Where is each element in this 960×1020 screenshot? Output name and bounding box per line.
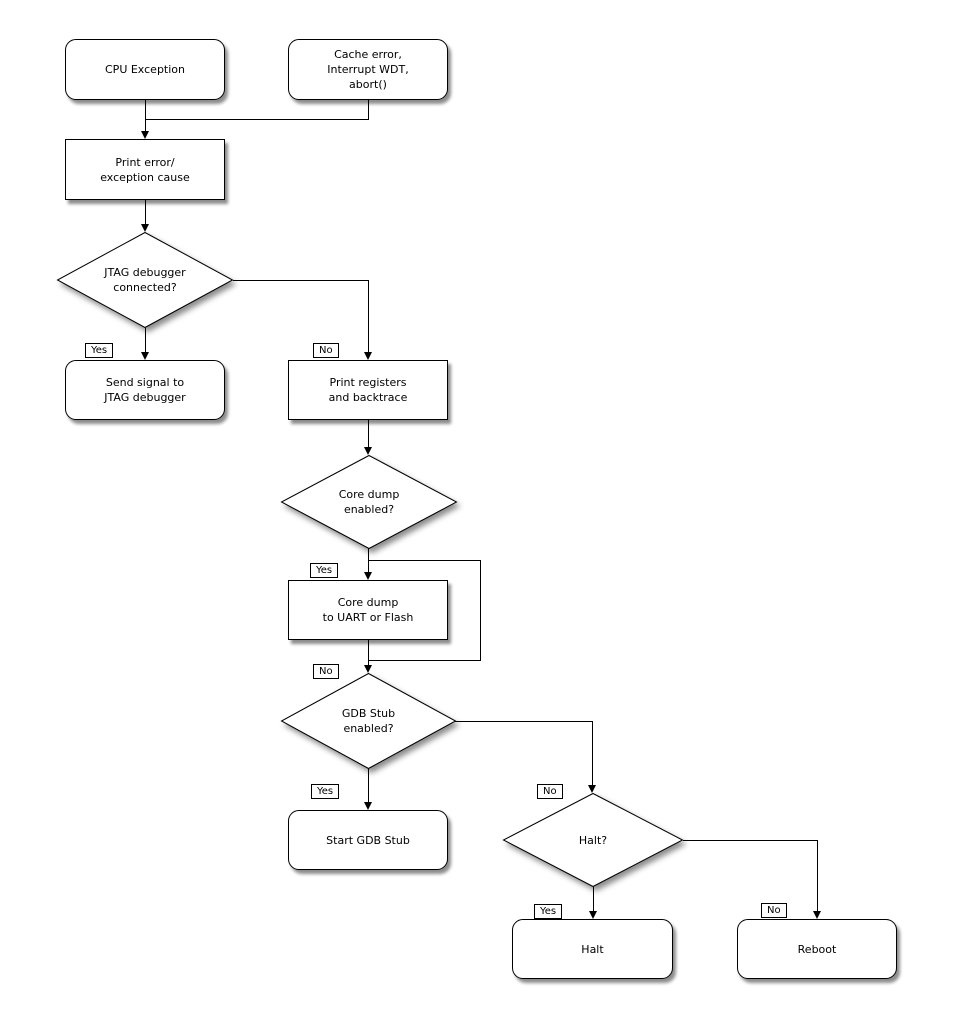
- edge-label-halt-yes: Yes: [534, 904, 563, 919]
- edge-halt-no-v: [817, 840, 818, 912]
- node-start-gdb-stub: Start GDB Stub: [288, 810, 448, 870]
- edge-gdb-yes: [368, 769, 369, 803]
- edge-jtag-no-h: [233, 280, 368, 281]
- edge-halt-yes: [593, 887, 594, 912]
- node-core-dump-dest-label: Core dump to UART or Flash: [322, 596, 414, 624]
- arrowhead-icon: [364, 665, 372, 673]
- node-start-gdb-stub-label: Start GDB Stub: [326, 833, 410, 847]
- edge-coredump-no-right: [480, 560, 481, 661]
- decision-gdb-stub-enabled-label: GDB Stub enabled?: [341, 707, 396, 735]
- edge-cache-down: [368, 100, 369, 120]
- edge-halt-no-h: [683, 840, 818, 841]
- arrowhead-icon: [364, 802, 372, 810]
- diamond-shape: [56, 231, 234, 329]
- node-cache-error-label: Cache error, Interrupt WDT, abort(): [327, 48, 409, 91]
- node-send-signal: Send signal to JTAG debugger: [65, 360, 225, 420]
- decision-gdb-stub-enabled: GDB Stub enabled?: [280, 672, 457, 770]
- arrowhead-icon: [813, 911, 821, 919]
- node-print-error: Print error/ exception cause: [65, 139, 225, 200]
- diamond-shape: [280, 672, 457, 770]
- node-print-error-label: Print error/ exception cause: [100, 155, 190, 184]
- arrowhead-icon: [141, 352, 149, 360]
- edge-label-halt-no: No: [761, 903, 787, 918]
- edge-label-jtag-no: No: [313, 343, 339, 358]
- edge-label-gdb-yes: Yes: [311, 784, 340, 799]
- node-halt-label: Halt: [581, 942, 604, 956]
- node-reboot-label: Reboot: [797, 942, 837, 956]
- arrowhead-icon: [364, 447, 372, 455]
- node-core-dump-dest: Core dump to UART or Flash: [288, 580, 448, 640]
- edge-label-jtag-yes: Yes: [85, 343, 114, 358]
- edge-jtag-no-v: [368, 280, 369, 353]
- node-send-signal-label: Send signal to JTAG debugger: [104, 376, 186, 404]
- node-cpu-exception: CPU Exception: [65, 39, 225, 100]
- edge-jtag-yes: [145, 328, 146, 353]
- arrowhead-icon: [364, 352, 372, 360]
- decision-halt: Halt?: [502, 792, 684, 888]
- diamond-shape: [502, 792, 684, 888]
- decision-jtag-connected: JTAG debugger connected?: [56, 231, 234, 329]
- edge-registers-to-coredump: [368, 420, 369, 448]
- edge-coredump-no-bottom: [368, 660, 481, 661]
- node-reboot: Reboot: [737, 919, 897, 979]
- node-halt: Halt: [512, 919, 673, 979]
- edge-label-coredump-no: No: [313, 664, 339, 679]
- edge-coredump-to-gdb: [368, 640, 369, 666]
- arrowhead-icon: [141, 224, 149, 232]
- node-print-registers-label: Print registers and backtrace: [328, 376, 408, 404]
- arrowhead-icon: [141, 131, 149, 139]
- node-cpu-exception-label: CPU Exception: [105, 63, 185, 76]
- edge-cpu-to-print: [145, 100, 146, 132]
- edge-cache-merge: [145, 119, 369, 120]
- decision-halt-label: Halt?: [578, 833, 608, 847]
- edge-label-gdb-no: No: [537, 784, 563, 799]
- edge-label-coredump-yes: Yes: [310, 563, 339, 578]
- edge-coredump-no-top: [368, 560, 481, 561]
- node-print-registers: Print registers and backtrace: [288, 360, 448, 420]
- edge-print-to-jtag: [145, 200, 146, 225]
- arrowhead-icon: [364, 572, 372, 580]
- arrowhead-icon: [589, 911, 597, 919]
- decision-core-dump-enabled: Core dump enabled?: [280, 454, 458, 550]
- decision-core-dump-enabled-label: Core dump enabled?: [338, 488, 400, 516]
- edge-gdb-no-v: [592, 721, 593, 786]
- decision-jtag-connected-label: JTAG debugger connected?: [104, 266, 186, 294]
- edge-gdb-no-h: [455, 721, 593, 722]
- arrowhead-icon: [588, 785, 596, 793]
- node-cache-error: Cache error, Interrupt WDT, abort(): [288, 39, 448, 100]
- diamond-shape: [280, 454, 458, 550]
